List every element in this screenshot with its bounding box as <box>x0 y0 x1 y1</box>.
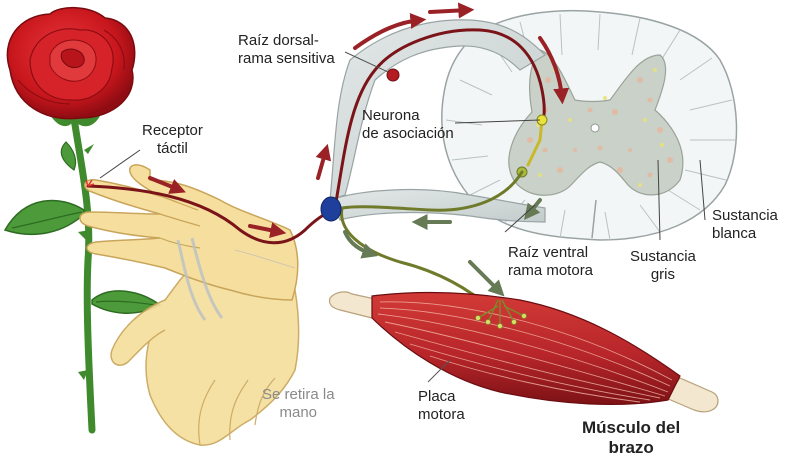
sensory-direction-arrows <box>148 2 570 238</box>
label-sustancia-blanca-line1: Sustancia <box>712 207 778 224</box>
label-placa-line2: motora <box>418 406 465 423</box>
label-receptor-line2: táctil <box>157 140 188 157</box>
label-sustancia-gris-line2: gris <box>650 266 676 283</box>
motor-end-plate <box>477 299 525 325</box>
label-musculo-line1: Músculo del <box>582 418 681 437</box>
label-raiz-ventral: Raíz ventral rama motora <box>508 244 593 280</box>
touching-hand <box>79 164 299 301</box>
sensory-cell-body <box>386 68 400 82</box>
label-placa-motora: Placa motora <box>418 388 465 424</box>
label-neurona-line2: de asociación <box>362 125 454 142</box>
label-raiz-ventral-line1: Raíz ventral <box>508 244 589 261</box>
motor-neuron <box>340 170 524 310</box>
label-sustancia-gris-line1: Sustancia <box>630 248 696 265</box>
muscle-belly <box>371 291 681 406</box>
label-receptor-line1: Receptor <box>142 122 203 139</box>
arm-muscle <box>328 291 719 413</box>
label-receptor: Receptor táctil <box>142 122 203 158</box>
label-raiz-dorsal-line1: Raíz dorsal- <box>238 32 319 49</box>
receptor-spot <box>85 179 95 187</box>
label-sustancia-gris: Sustancia gris <box>630 248 696 284</box>
label-se-retira-line2: mano <box>279 404 318 421</box>
label-raiz-ventral-line2: rama motora <box>508 262 594 279</box>
rose-leaf-small <box>60 141 77 171</box>
label-musculo-line2: brazo <box>608 438 654 457</box>
muscle-tendon-right <box>665 377 719 413</box>
label-placa-line1: Placa <box>418 388 456 405</box>
label-se-retira-line1: Se retira la <box>262 386 335 403</box>
label-neurona: Neurona de asociación <box>362 107 454 143</box>
withdrawn-hand <box>110 248 300 446</box>
label-raiz-dorsal: Raíz dorsal- rama sensitiva <box>238 32 335 68</box>
label-sustancia-blanca-line2: blanca <box>712 225 757 242</box>
label-se-retira: Se retira la mano <box>262 386 335 422</box>
rose-leaf-left <box>3 199 85 236</box>
label-musculo: Músculo del brazo <box>582 418 680 458</box>
label-pointers <box>99 119 706 241</box>
label-sustancia-blanca: Sustancia blanca <box>712 207 778 243</box>
sensory-neuron <box>86 28 546 245</box>
withdraw-motion-lines <box>176 237 224 321</box>
label-raiz-dorsal-line2: rama sensitiva <box>238 50 335 67</box>
association-neuron <box>526 118 544 167</box>
spinal-nerve-junction <box>320 196 342 222</box>
rose-illustration <box>3 7 162 434</box>
label-neurona-line1: Neurona <box>362 107 420 124</box>
gray-matter <box>508 49 684 196</box>
spinal-nerve-sheath <box>329 188 546 223</box>
motor-direction-arrows <box>343 198 542 297</box>
rose-stem <box>70 114 96 434</box>
rose-bloom <box>6 7 136 120</box>
